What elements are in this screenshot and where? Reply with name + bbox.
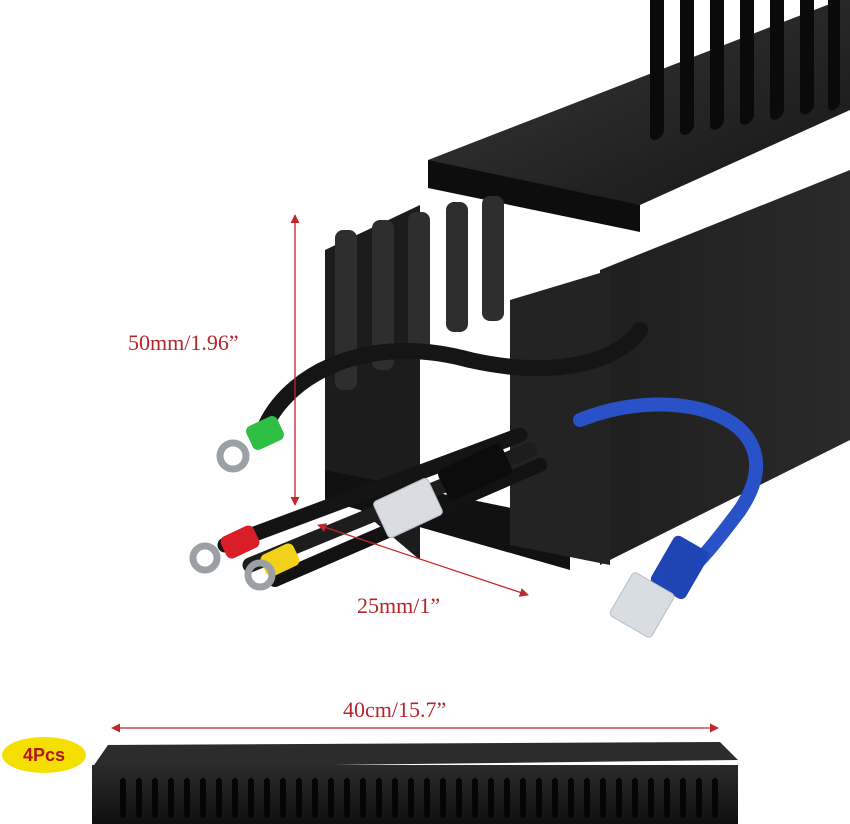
length-dimension-label: 40cm/15.7” bbox=[343, 697, 447, 722]
black-rj45-boot bbox=[438, 443, 512, 501]
height-dimension-label: 50mm/1.96” bbox=[128, 330, 239, 355]
duct-strip-slot bbox=[312, 778, 318, 818]
black-cable-1 bbox=[217, 427, 528, 553]
duct-fingers bbox=[335, 196, 504, 390]
duct-strip-slot bbox=[264, 778, 270, 818]
duct-strip-slot bbox=[616, 778, 622, 818]
width-dimension-line bbox=[317, 523, 529, 597]
duct-strip-slot bbox=[504, 778, 510, 818]
duct-strip-slot bbox=[280, 778, 286, 818]
duct-strip-slot bbox=[248, 778, 254, 818]
ring-terminals bbox=[189, 416, 300, 591]
duct-strip-slot bbox=[168, 778, 174, 818]
duct-strip-slot bbox=[344, 778, 350, 818]
duct-strip-slot bbox=[472, 778, 478, 818]
duct-strip-slot bbox=[584, 778, 590, 818]
green-terminal-sleeve bbox=[246, 416, 284, 450]
duct-strip-slot bbox=[376, 778, 382, 818]
blue-rj45-boot bbox=[650, 535, 709, 600]
duct-strip-slot bbox=[552, 778, 558, 818]
duct-strip-slot bbox=[712, 778, 718, 818]
duct-strip-slot bbox=[152, 778, 158, 818]
yellow-terminal-ring bbox=[244, 559, 276, 591]
red-terminal-sleeve bbox=[220, 525, 260, 559]
duct-strip-slot bbox=[408, 778, 414, 818]
duct-strip-slot bbox=[680, 778, 686, 818]
duct-strip-slot bbox=[664, 778, 670, 818]
duct-strip-slot bbox=[488, 778, 494, 818]
duct-strip-slot bbox=[440, 778, 446, 818]
duct-strip-slot bbox=[232, 778, 238, 818]
duct-strip-slot bbox=[520, 778, 526, 818]
duct-strip-slot bbox=[296, 778, 302, 818]
duct-cover-lip bbox=[428, 160, 640, 232]
duct-strip-slot bbox=[120, 778, 126, 818]
duct-strip-top bbox=[92, 742, 738, 768]
duct-strip-slot bbox=[632, 778, 638, 818]
dimension-lines bbox=[111, 214, 719, 733]
green-terminal-ring bbox=[216, 439, 250, 473]
duct-strip-slot bbox=[392, 778, 398, 818]
quantity-badge: 4Pcs bbox=[2, 737, 86, 773]
width-dimension-label: 25mm/1” bbox=[357, 593, 441, 618]
duct-strip-slot bbox=[600, 778, 606, 818]
duct-strip-slot bbox=[216, 778, 222, 818]
duct-strip-slot bbox=[200, 778, 206, 818]
duct-strip-slot bbox=[424, 778, 430, 818]
duct-strip-slot bbox=[456, 778, 462, 818]
duct-strip-slot bbox=[536, 778, 542, 818]
cables bbox=[217, 322, 763, 638]
duct-strip-face bbox=[92, 765, 738, 824]
duct-strip-slot bbox=[136, 778, 142, 818]
duct-front-right-wall bbox=[510, 270, 610, 565]
red-terminal-ring bbox=[189, 542, 221, 574]
duct-strip-slots bbox=[120, 778, 718, 818]
blue-rj45-plug bbox=[609, 572, 675, 638]
duct-strip-slot bbox=[648, 778, 654, 818]
duct-strip-slot bbox=[328, 778, 334, 818]
duct-strip-slot bbox=[184, 778, 190, 818]
duct-side-slots bbox=[650, 0, 840, 141]
duct-strip bbox=[92, 742, 738, 824]
duct-side-wall bbox=[600, 170, 850, 565]
duct-strip-slot bbox=[568, 778, 574, 818]
duct-strip-slot bbox=[360, 778, 366, 818]
duct-strip-slot bbox=[696, 778, 702, 818]
